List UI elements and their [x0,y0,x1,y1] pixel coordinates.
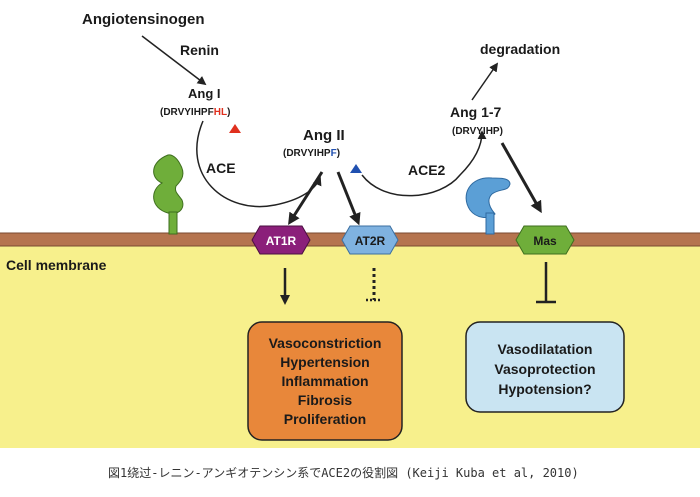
mas-inhibition-line [536,262,556,304]
ang2-to-at1r-arrow [288,171,324,226]
protective-effects-box [465,321,625,413]
ace-label: ACE [206,160,236,176]
svg-text:Inflammation: Inflammation [281,373,368,389]
svg-text:Hypotension?: Hypotension? [498,381,591,397]
angiotensinogen-label: Angiotensinogen [82,11,205,28]
at2r-receptor: AT2R [341,225,399,255]
mas-label: Mas [533,234,557,248]
ang2-to-at2r-arrow [336,171,361,226]
protective-effects-list: Vasodilatation Vasoprotection Hypotensio… [494,341,595,397]
renin-arrow [141,35,207,86]
ace-cleavage-marker-red [229,124,241,133]
at2r-label: AT2R [355,234,386,248]
ace2-enzyme-icon [465,177,511,235]
degradation-arrow [471,62,499,101]
ang17-label: Ang 1-7 [450,104,502,120]
ang1-label: Ang I [188,86,221,101]
svg-text:Hypertension: Hypertension [280,354,369,370]
svg-text:Vasoconstriction: Vasoconstriction [269,335,382,351]
cell-membrane-label: Cell membrane [6,257,107,273]
at1r-receptor: AT1R [251,225,311,255]
ace-enzyme-icon [153,154,184,235]
ang2-label: Ang II [303,127,345,144]
ace2-label: ACE2 [408,162,446,178]
figure-caption: 図1绕过-レニン-アンギオテンシン系でACE2の役割図 (Keiji Kuba … [108,465,579,480]
harmful-effects-list: Vasoconstriction Hypertension Inflammati… [269,335,382,427]
svg-text:Vasodilatation: Vasodilatation [498,341,593,357]
svg-text:Fibrosis: Fibrosis [298,392,353,408]
svg-text:Vasoprotection: Vasoprotection [494,361,595,377]
mas-receptor: Mas [515,225,575,255]
ace2-cleavage-marker-blue [350,164,362,173]
ang17-to-mas-arrow [500,142,542,214]
ang2-sequence: (DRVYIHPF) [283,148,340,159]
svg-text:Proliferation: Proliferation [284,411,366,427]
harmful-effects-box [247,321,403,441]
at1r-label: AT1R [266,234,297,248]
renin-label: Renin [180,42,219,58]
ang1-sequence: (DRVYIHPFHL) [160,107,230,118]
degradation-label: degradation [480,41,560,57]
ace2-arrow [361,130,487,197]
ang17-sequence: (DRVYIHP) [452,126,503,137]
